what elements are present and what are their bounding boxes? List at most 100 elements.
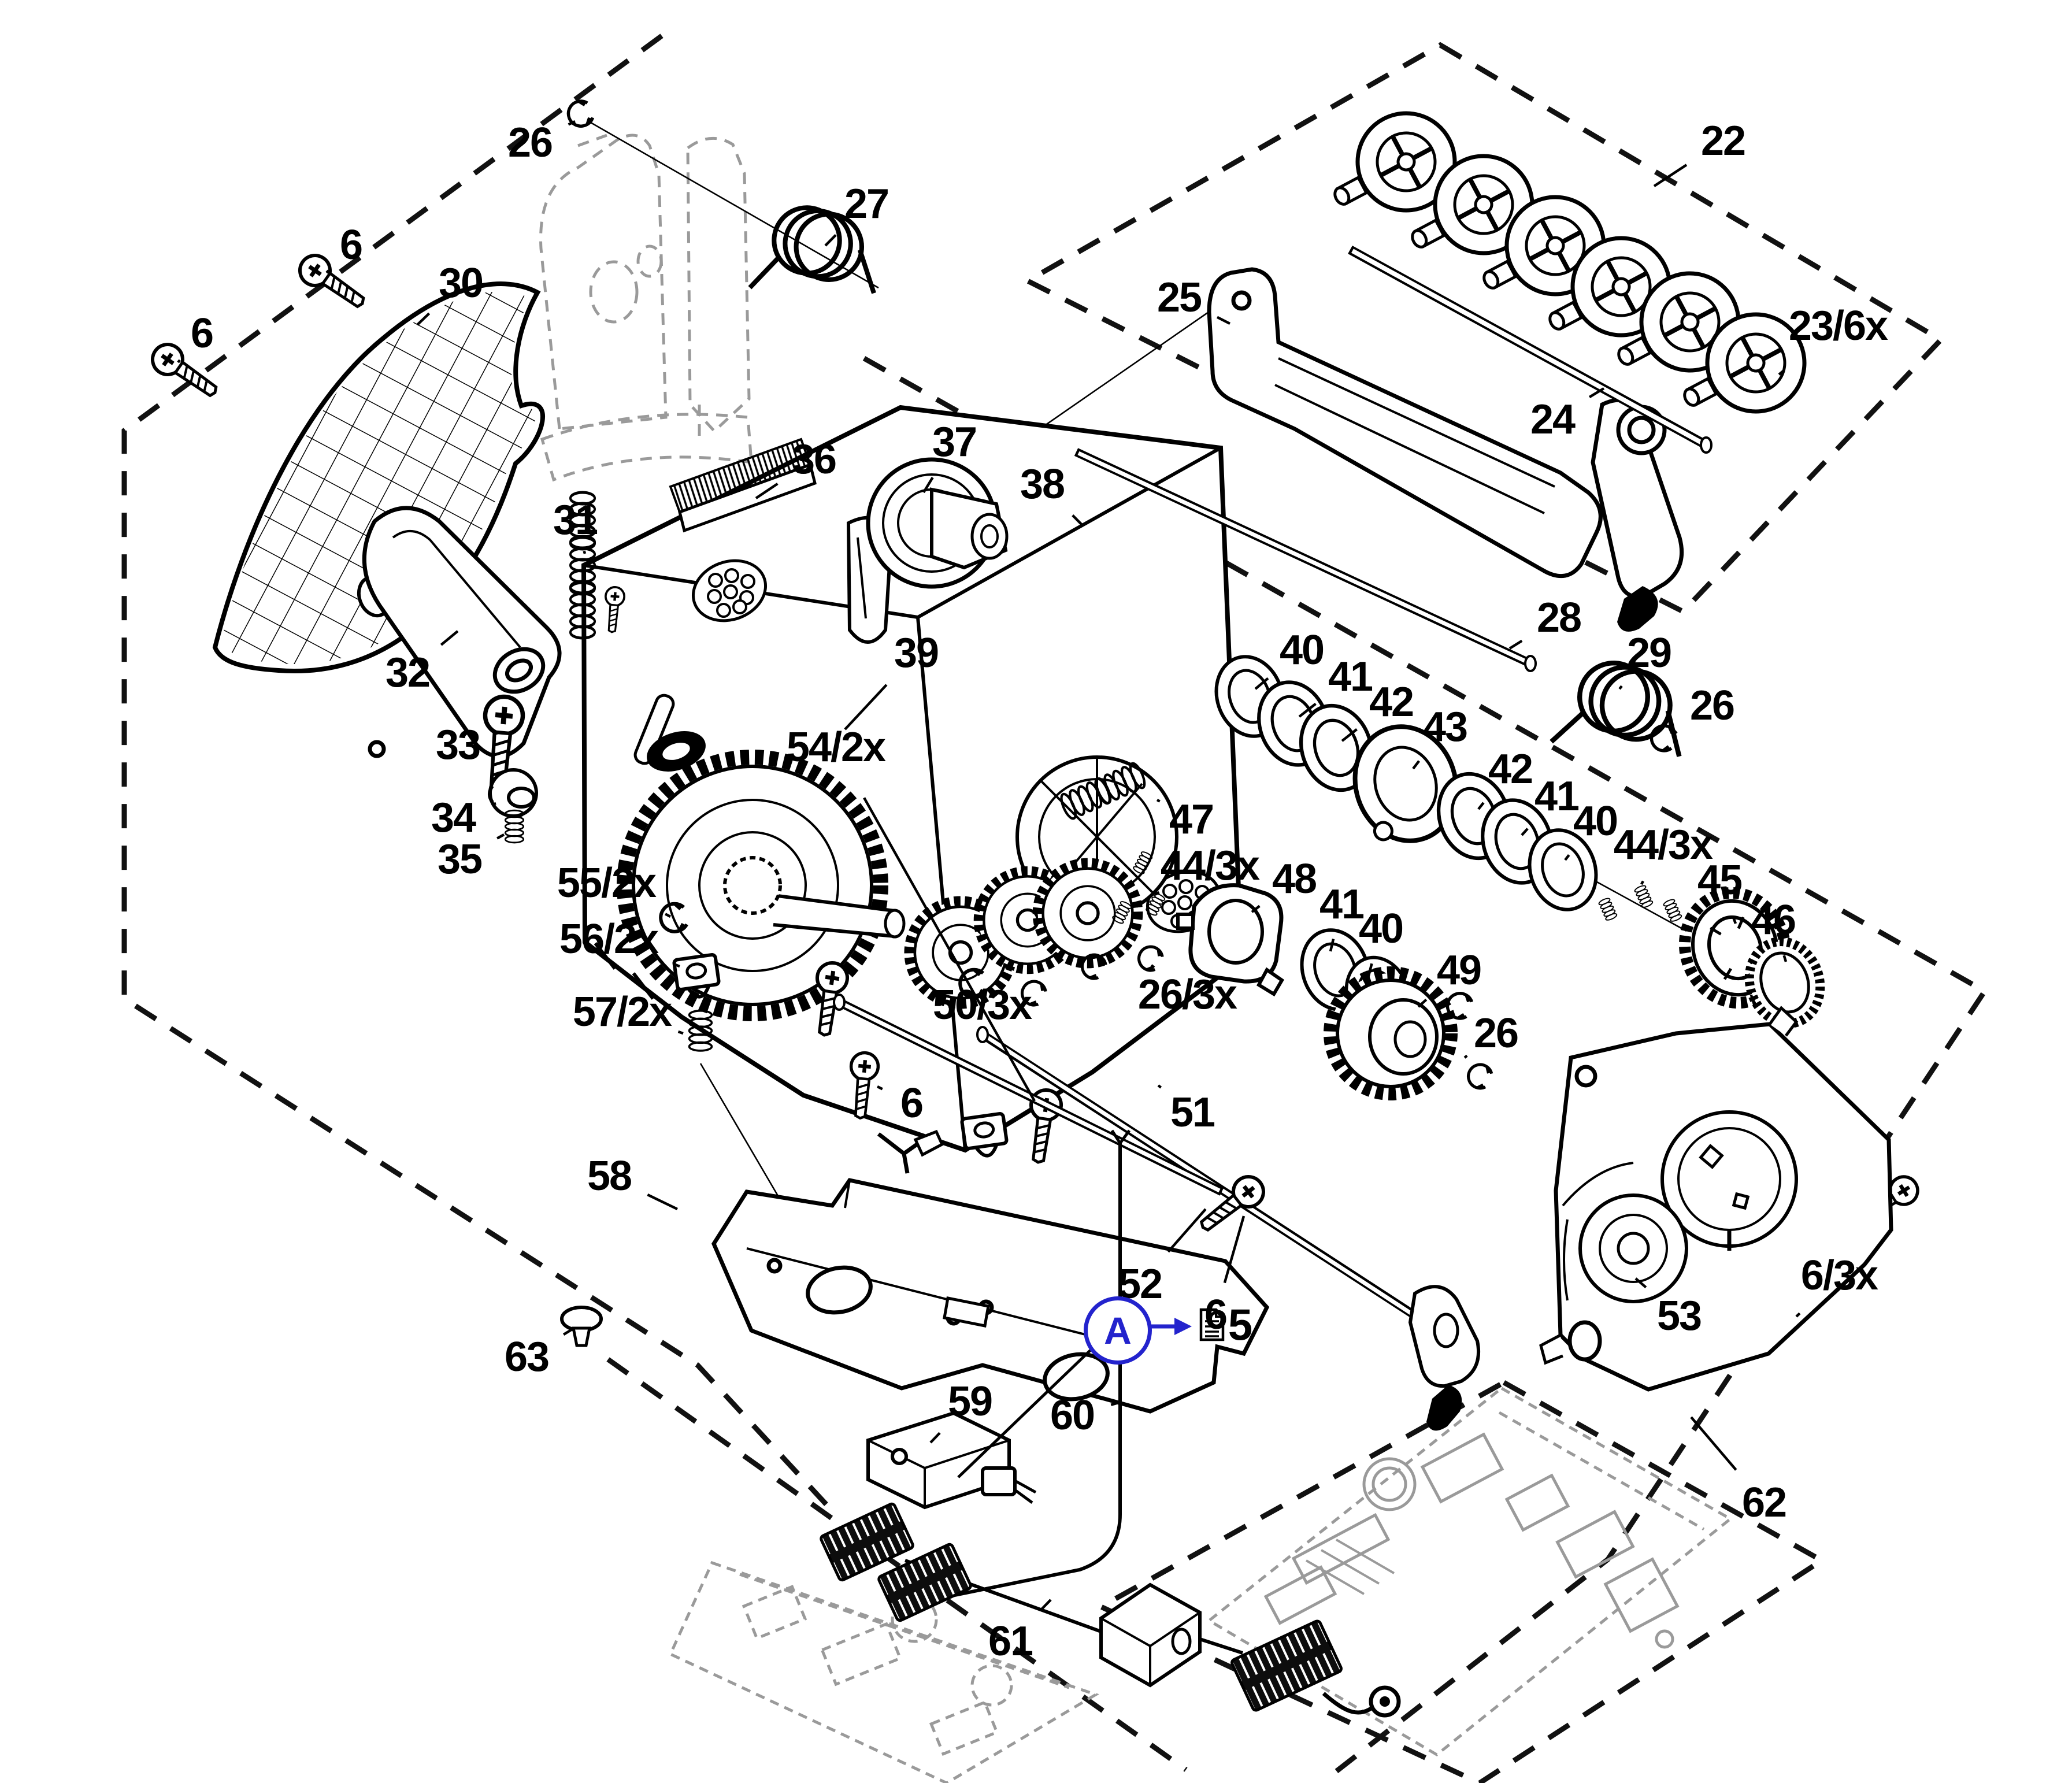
part-label: 42: [1369, 679, 1414, 725]
leader-line: [1254, 677, 1269, 690]
clip-nut-56: [962, 1113, 1009, 1158]
gear-50: [1038, 863, 1138, 963]
screw-63: [560, 1306, 603, 1347]
part-label: 55/2x: [557, 860, 657, 906]
leader-line: [1671, 731, 1678, 736]
leader-line: [1298, 702, 1317, 718]
part-label: 25: [1157, 275, 1202, 321]
leader-line: [1463, 1054, 1468, 1059]
ghost-pcb-lower-left: [668, 1560, 1099, 1783]
leader-line: [844, 684, 888, 731]
cable-60: [948, 1129, 1131, 1598]
part-label: 60: [1050, 1392, 1095, 1439]
leader-line: [824, 233, 837, 247]
leader-line: [1782, 955, 1788, 962]
shaft-52: [833, 994, 1224, 1196]
roller-bracket-25: [1207, 267, 1684, 632]
document-icon: [1199, 1308, 1225, 1341]
leader-line: [1110, 1402, 1117, 1406]
part-label: 26: [1689, 683, 1735, 729]
leader-line: [491, 802, 496, 806]
part-label: 41: [1534, 773, 1580, 820]
leader-line: [677, 1030, 684, 1035]
part-label: 28: [1536, 595, 1582, 641]
leader-line: [1156, 799, 1161, 803]
leader-line: [1564, 854, 1570, 861]
part-label: 29: [1626, 630, 1672, 676]
part-label: 32: [385, 650, 431, 696]
shaft-28: [1074, 448, 1537, 672]
leader-line: [325, 269, 330, 274]
leader-line: [1412, 760, 1421, 770]
part-label: 6: [339, 222, 363, 268]
leader-line: [177, 359, 181, 364]
leader-line: [1341, 728, 1358, 742]
washer-train: [1206, 648, 1825, 1028]
part-label: 39: [894, 630, 939, 676]
part-label: 45: [1697, 857, 1743, 903]
hub-37: [866, 457, 1009, 589]
retainer-43: [1352, 724, 1459, 843]
leader-line: [416, 312, 431, 326]
leader-line: [562, 1328, 573, 1336]
leader-line: [755, 483, 779, 499]
leader-line: [1732, 915, 1737, 924]
part-label: 40: [1279, 627, 1325, 673]
part-label: 41: [1319, 881, 1365, 928]
part-label: 43: [1422, 704, 1468, 750]
leader-line: [568, 120, 576, 126]
part-label: 23/6x: [1788, 303, 1888, 349]
lock-washer-46: [1744, 937, 1825, 1028]
part-label: 37: [932, 419, 977, 465]
leader-line: [1216, 316, 1231, 325]
nut-34: [488, 768, 538, 818]
leader-line: [922, 477, 934, 494]
leader-line: [1618, 685, 1623, 690]
brush-36: [603, 438, 817, 633]
part-label: 6: [1204, 1292, 1228, 1338]
leader-line: [673, 963, 680, 968]
ratchet-45: [1678, 887, 1792, 1009]
callout-ref-number: 5: [1228, 1300, 1253, 1350]
shaft-51: [976, 1026, 1481, 1431]
solenoid-59: [866, 1411, 1037, 1510]
leader-line: [1072, 514, 1083, 526]
leader-line: [1795, 1312, 1801, 1318]
part-label: 26: [507, 120, 553, 166]
part-label: 57/2x: [572, 989, 672, 1035]
part-label: 40: [1358, 906, 1404, 952]
plate-53: [1539, 1006, 1893, 1392]
part-label: 30: [438, 260, 484, 306]
part-label: 33: [435, 722, 481, 768]
screw-6-fork: [847, 1052, 944, 1174]
part-label: 35: [437, 836, 483, 883]
callout-letter: A: [1104, 1309, 1132, 1352]
lever-32: [362, 506, 562, 758]
gear-49: [1324, 966, 1458, 1100]
part-label: 56/2x: [559, 916, 659, 962]
leader-line: [1223, 1215, 1246, 1284]
part-label: 41: [1328, 654, 1373, 700]
leader-line: [1150, 964, 1155, 969]
part-label: 6: [190, 310, 214, 357]
boundary-pcb-62: [1095, 1379, 1827, 1783]
part-label: 48: [1272, 856, 1317, 902]
gear-39: [617, 750, 906, 1021]
part-label: 58: [587, 1153, 632, 1199]
part-label: 27: [844, 181, 889, 227]
shaft-24: [1348, 245, 1713, 454]
part-label: 54/2x: [786, 724, 886, 770]
part-label: 6/3x: [1800, 1252, 1878, 1299]
callout-a-graphics: [957, 1308, 1225, 1478]
part-label: 36: [791, 436, 837, 483]
leader-line: [1477, 802, 1485, 810]
ghost-pcb-62: [1206, 1386, 1733, 1757]
part-label: 38: [1020, 461, 1065, 507]
leader-line: [863, 797, 1036, 1102]
leader-line: [665, 913, 672, 918]
harness-61: [820, 1502, 1401, 1718]
part-label: 24: [1530, 396, 1576, 443]
part-label: 63: [504, 1334, 550, 1380]
leader-line: [929, 1432, 941, 1444]
